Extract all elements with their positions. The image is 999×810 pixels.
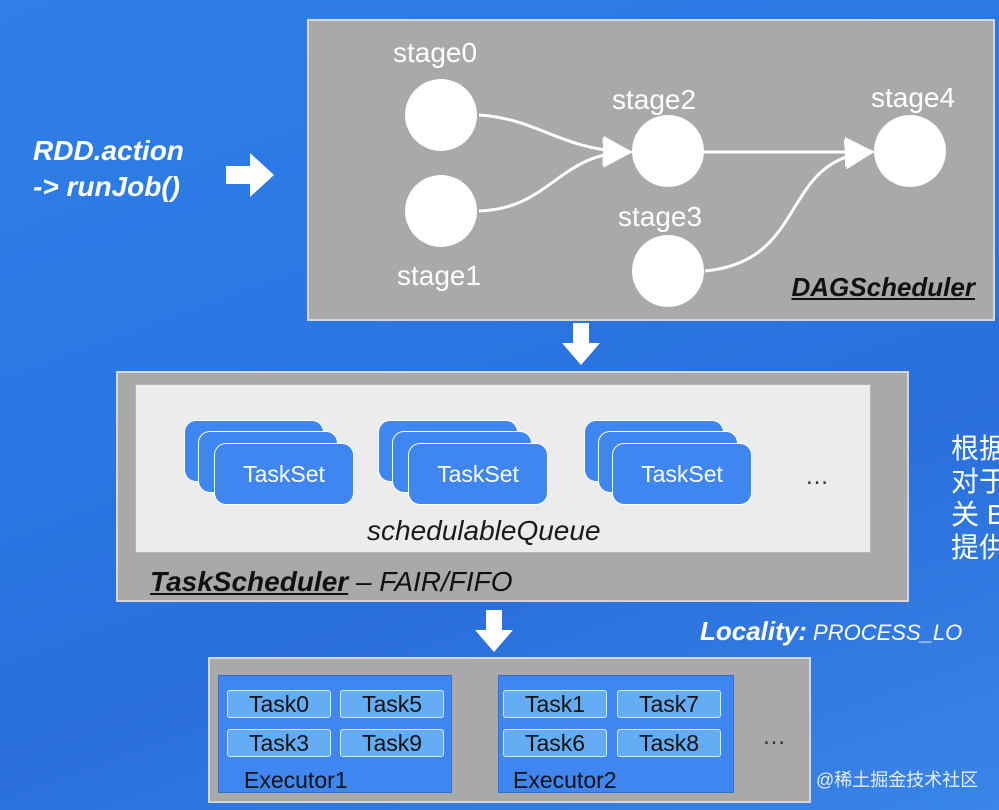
task-chip: Task7 <box>617 690 721 718</box>
locality-key: Locality: <box>700 616 807 646</box>
watermark: @稀土掘金技术社区 <box>816 770 979 790</box>
stage2-label: stage2 <box>612 84 697 115</box>
dag-scheduler-panel: stage0 stage1 stage2 stage3 stage4 DAGSc… <box>307 19 995 321</box>
side-text-line: 提供 <box>951 532 999 563</box>
down-arrow-icon <box>475 610 513 652</box>
taskset-card: TaskSet <box>612 443 752 505</box>
side-text-line: 根据 <box>951 433 999 464</box>
dag-edges <box>478 113 875 273</box>
down-arrow-icon <box>562 323 600 365</box>
side-text-line: 关 B <box>951 499 999 530</box>
task-chip: Task3 <box>227 729 331 757</box>
task-scheduler-name: TaskScheduler <box>150 566 349 597</box>
stage2-node <box>632 115 704 187</box>
schedulable-queue-label: schedulableQueue <box>367 515 601 546</box>
task-chip: Task6 <box>503 729 607 757</box>
stage3-label: stage3 <box>618 201 703 232</box>
rdd-action-label: RDD.action -> runJob() <box>33 133 184 205</box>
task-chip: Task0 <box>227 690 331 718</box>
stage0-label: stage0 <box>393 37 478 68</box>
stage4-node <box>874 115 946 187</box>
locality-label: Locality: PROCESS_LO <box>700 616 962 647</box>
task-scheduler-policy: – FAIR/FIFO <box>348 566 513 597</box>
edge-stage1-stage2 <box>478 137 633 213</box>
executor2-label: Executor2 <box>513 767 617 793</box>
taskset-card: TaskSet <box>408 443 548 505</box>
taskset-card: TaskSet <box>214 443 354 505</box>
stage4-label: stage4 <box>871 82 956 113</box>
task-chip: Task1 <box>503 690 607 718</box>
rdd-action-line2: -> runJob() <box>33 171 180 202</box>
stage3-node <box>632 235 704 307</box>
dag-scheduler-title: DAGScheduler <box>791 272 976 302</box>
rdd-action-line1: RDD.action <box>33 135 184 166</box>
executor-ellipsis: … <box>762 723 786 750</box>
side-text: 根据 对于 关 B 提供 <box>951 432 999 564</box>
side-text-line: 对于 <box>951 466 999 497</box>
locality-value: PROCESS_LO <box>806 620 963 645</box>
taskset-ellipsis: … <box>805 463 829 490</box>
task-chip: Task8 <box>617 729 721 757</box>
right-arrow-icon <box>226 153 274 197</box>
executor1-label: Executor1 <box>244 767 348 793</box>
task-scheduler-title: TaskScheduler – FAIR/FIFO <box>150 566 513 598</box>
stage1-label: stage1 <box>397 260 482 291</box>
edge-stage0-stage2 <box>478 113 633 166</box>
task-chip: Task9 <box>340 729 444 757</box>
task-chip: Task5 <box>340 690 444 718</box>
stage0-node <box>405 79 477 151</box>
edge-stage3-stage4 <box>704 139 875 273</box>
stage1-node <box>405 175 477 247</box>
